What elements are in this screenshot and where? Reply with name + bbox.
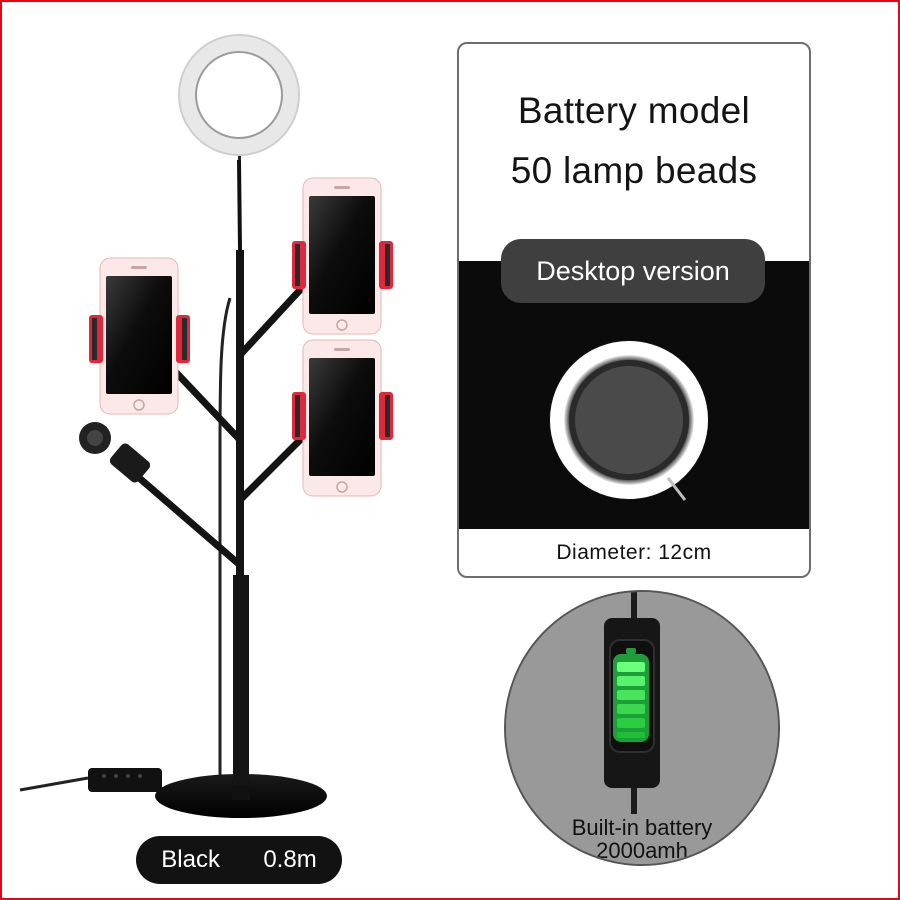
diameter-label: Diameter: 12cm <box>556 541 712 564</box>
battery-model-panel: Battery model 50 lamp beads Desktop vers… <box>457 42 811 578</box>
battery-text-line-1: Built-in battery <box>571 815 713 840</box>
ring-light-ring-icon <box>549 340 709 501</box>
panel-title-line-2: 50 lamp beads <box>510 150 758 191</box>
battery-switch-icon <box>506 592 778 864</box>
panel-title-line-1: Battery model <box>517 90 751 131</box>
height-label: 0.8m <box>263 846 317 873</box>
color-label: Black <box>161 846 220 873</box>
desktop-version-pill: Desktop version <box>501 239 765 303</box>
battery-text-line-2: 2000amh <box>596 838 688 863</box>
color-height-badge: Black 0.8m <box>136 836 342 884</box>
battery-inset: Built-in battery 2000amh <box>504 590 780 866</box>
